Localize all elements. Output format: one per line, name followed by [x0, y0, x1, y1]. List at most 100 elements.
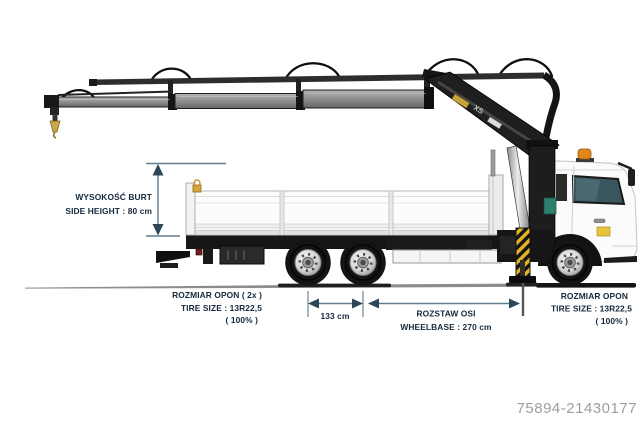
rear-tires-line2: TIRE SIZE : 13R22,5 [181, 303, 262, 313]
front-tires-line3: ( 100% ) [596, 316, 629, 326]
tip-rod [57, 90, 173, 96]
wheelbase-label-en: WHEELBASE : 270 cm [400, 322, 491, 332]
arrow-up-icon [152, 164, 164, 176]
tail-lamp [195, 248, 203, 256]
arrow-down-icon [152, 224, 164, 236]
crane-base-detail [500, 236, 520, 254]
front-tires-label: ROZMIAR OPON TIRE SIZE : 13R22,5 ( 100% … [551, 291, 632, 326]
front-tires-line2: TIRE SIZE : 13R22,5 [551, 304, 632, 314]
hook-icon [49, 120, 61, 133]
dropside-bed [185, 149, 504, 236]
rear-wheel-2 [340, 239, 386, 286]
beacon-light [577, 148, 592, 160]
wheel-bolts [353, 253, 373, 273]
hub-cap [305, 259, 311, 266]
sidewall [344, 244, 382, 281]
side-height-label-pl: WYSOKOŚĆ BURT [75, 191, 152, 202]
boom-collar-2 [296, 91, 305, 110]
stabilizer-rod-lower [521, 283, 525, 316]
bed-mid-rail [185, 223, 503, 229]
boom-outer-section [302, 89, 429, 109]
boom-tip-hook [44, 95, 61, 139]
rear-wheels-shadow [278, 283, 391, 288]
bar-ribs [168, 74, 430, 96]
headboard-mast [490, 149, 496, 177]
rear-corner-shackle [192, 184, 202, 193]
side-guard-rail [392, 249, 502, 264]
mudflap [203, 249, 213, 264]
sidewall [289, 244, 327, 281]
ground [25, 282, 636, 289]
arrow-right-icon [352, 298, 363, 309]
valve-block [543, 197, 557, 215]
wheels [285, 239, 593, 286]
toolbox [219, 245, 265, 265]
tip-head [44, 95, 59, 108]
rear-tires-line3: ( 100% ) [226, 315, 259, 325]
loader-crane: XS [44, 58, 560, 316]
rear-tires-line1: ROZMIAR OPON ( 2x ) [172, 290, 262, 300]
sidewall [551, 244, 589, 281]
bed-post-1 [279, 190, 285, 236]
rear-pillar [185, 182, 196, 236]
boom-mid-section [174, 93, 301, 109]
bed-bottom-rail [185, 230, 503, 236]
side-height-dimension: WYSOKOŚĆ BURT SIDE HEIGHT : 80 cm [65, 162, 226, 237]
extension-bar-cap [89, 79, 97, 86]
pillar-column [528, 145, 556, 243]
boom-decal-yellow [451, 93, 470, 109]
wheelbase-label-pl: ROZSTAW OSI [416, 309, 475, 319]
hook-curve [52, 131, 57, 139]
bed-panel [185, 190, 503, 236]
boom-highlights [56, 93, 426, 100]
pillar-cap [526, 140, 558, 149]
arrow-left-icon [368, 298, 379, 309]
hook-pendant [50, 107, 59, 115]
wheelbase-dimension: ROZSTAW OSI WHEELBASE : 270 cm [368, 298, 520, 332]
boom-collar-1 [168, 94, 177, 110]
boom-collar-3 [424, 87, 434, 109]
bumper-skirt [604, 256, 637, 263]
side-window-glare [576, 178, 600, 201]
side-height-label-en: SIDE HEIGHT : 80 cm [65, 206, 152, 216]
front-wheel-shadow [536, 283, 636, 288]
stabilizer-rod-upper [520, 260, 525, 278]
extension-bar [95, 72, 544, 85]
rear-underride-guard [156, 251, 190, 263]
shackle-ring [193, 179, 201, 187]
door-handle [593, 218, 606, 223]
rear-tires-label: ROZMIAR OPON ( 2x ) TIRE SIZE : 13R22,5 … [172, 290, 262, 325]
wheel-bolts [298, 253, 318, 273]
lift-cylinder [506, 145, 532, 237]
hook-link [52, 114, 58, 121]
front-tires-line1: ROZMIAR OPON [561, 291, 628, 301]
arrow-right-icon [509, 298, 520, 309]
side-guard-supports [419, 250, 481, 263]
beacon-base [576, 158, 594, 162]
boom-decal-white [487, 116, 503, 130]
headboard [488, 174, 504, 236]
quarter-window [556, 174, 567, 201]
arrow-left-icon [308, 298, 319, 309]
wheel-bolts [560, 253, 580, 273]
telescopic-boom [51, 87, 434, 110]
crane-pillar [497, 140, 558, 262]
door-decal [596, 226, 611, 237]
bed-post-2 [388, 190, 394, 236]
knuckle-bend [540, 72, 560, 149]
axle-spacing-label: 133 cm [320, 311, 349, 321]
dimension-annotations: WYSOKOŚĆ BURT SIDE HEIGHT : 80 cm 133 cm… [65, 162, 632, 332]
axle-spacing-dimension: 133 cm [307, 291, 364, 321]
watermark-id: 75894-21430177 [517, 400, 637, 417]
mirror-arm [617, 161, 633, 171]
rear-step [160, 263, 178, 268]
front-wheel [547, 239, 593, 286]
boom-tip-section [51, 96, 173, 108]
mirror-icon [628, 169, 635, 186]
hub-cap [567, 259, 573, 266]
rear-wheel-1 [285, 239, 331, 286]
stabilizer-leg [509, 227, 536, 316]
hub-cap [360, 259, 366, 266]
